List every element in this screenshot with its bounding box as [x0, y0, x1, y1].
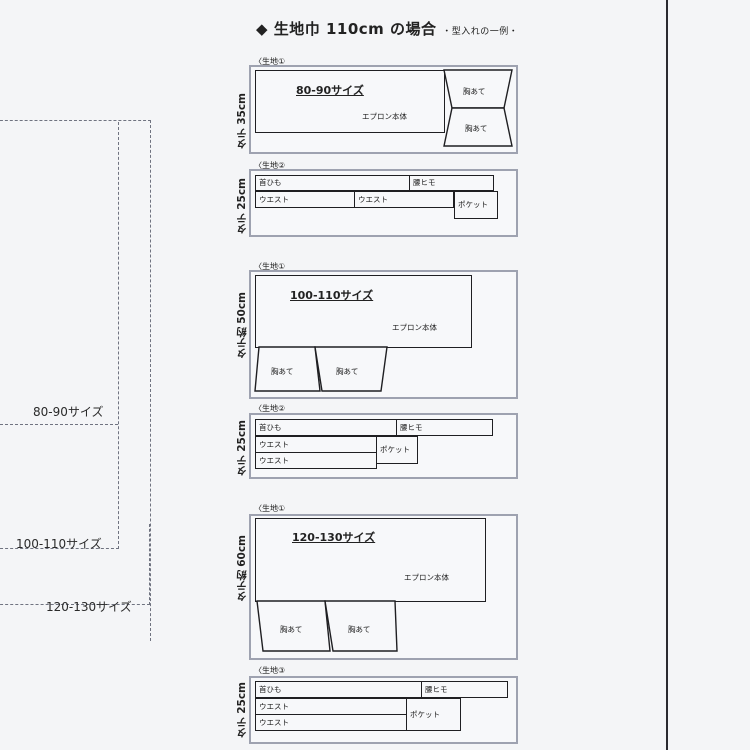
neck-strap-piece: 首ひも [255, 681, 422, 698]
page-title: ◆ 生地巾 110cm の場合 ・型入れの一例・ [256, 18, 518, 39]
left-label-80-90: 80-90サイズ [33, 405, 104, 419]
size-title: 120-130サイズ [292, 531, 376, 544]
outer-dashed-guide [0, 120, 151, 641]
bib-pieces [443, 69, 513, 147]
paper-fold-line [666, 0, 668, 750]
pocket-piece: ポケット [376, 436, 418, 464]
piece-label: ポケット [380, 445, 410, 455]
piece-label: 首ひも [259, 422, 282, 432]
sheet-label: 〈生地① [254, 262, 286, 271]
piece-label: ウエスト [259, 455, 289, 465]
sheet-label: 〈生地① [254, 504, 286, 513]
height-label: タテ約 60cm [236, 535, 248, 602]
height-label: タテ 25cm [236, 178, 248, 235]
piece-label: 腰ヒモ [425, 684, 448, 694]
bib-label: 胸あて [463, 87, 486, 96]
piece-label: 首ひも [259, 178, 282, 188]
piece-label: ウエスト [259, 439, 289, 449]
waist-tie-piece: 腰ヒモ [409, 175, 494, 191]
outer-bottom-guide [0, 524, 150, 605]
waist-tie-piece: 腰ヒモ [421, 681, 508, 698]
bib-label: 胸あて [465, 124, 488, 133]
piece-label: 腰ヒモ [400, 422, 423, 432]
body-label: エプロン本体 [362, 112, 407, 121]
waist-piece: ウエスト [255, 698, 407, 715]
waist-piece: ウエスト [255, 436, 377, 453]
height-label: タテ 35cm [236, 93, 248, 150]
apron-body-piece [255, 70, 445, 133]
height-label: タテ 25cm [236, 682, 248, 739]
inner-dashed-guide [0, 122, 119, 549]
waist-piece: ウエスト [255, 191, 355, 208]
piece-label: ウエスト [358, 194, 388, 204]
bib-label: 胸あて [348, 625, 371, 634]
neck-strap-piece: 首ひも [255, 175, 410, 191]
bib-label: 胸あて [271, 367, 294, 376]
piece-label: ポケット [458, 200, 488, 210]
sheet-label: 〈生地③ [254, 666, 286, 675]
size-title: 80-90サイズ [296, 84, 364, 97]
body-label: エプロン本体 [392, 323, 437, 332]
piece-label: 首ひも [259, 684, 282, 694]
height-label: タテ 25cm [236, 420, 248, 477]
waist-piece: ウエスト [255, 452, 377, 469]
sheet-label: 〈生地① [254, 57, 286, 66]
size-title: 100-110サイズ [290, 289, 374, 302]
waist-tie-piece: 腰ヒモ [396, 419, 493, 436]
size-divider-line [0, 424, 118, 425]
bib-label: 胸あて [280, 625, 303, 634]
pocket-piece: ポケット [406, 698, 461, 731]
left-label-100-110: 100-110サイズ [16, 537, 102, 551]
sheet-label: 〈生地② [254, 404, 286, 413]
left-label-120-130: 120-130サイズ [46, 600, 132, 614]
bib-pieces [254, 346, 388, 392]
piece-label: ウエスト [259, 194, 289, 204]
page-title-text: ◆ 生地巾 110cm の場合 [256, 20, 437, 38]
waist-piece: ウエスト [255, 714, 407, 731]
piece-label: ウエスト [259, 701, 289, 711]
fabric-sheet-2 [249, 169, 518, 237]
pocket-piece: ポケット [454, 191, 498, 219]
neck-strap-piece: 首ひも [255, 419, 397, 436]
sheet-label: 〈生地② [254, 161, 286, 170]
bib-label: 胸あて [336, 367, 359, 376]
waist-piece: ウエスト [354, 191, 454, 208]
piece-label: ポケット [410, 709, 440, 719]
fabric-sheet-2 [249, 676, 518, 744]
page-note: ・型入れの一例・ [442, 27, 519, 37]
piece-label: 腰ヒモ [413, 178, 436, 188]
apron-body-piece [255, 275, 472, 348]
bib-pieces [256, 600, 398, 652]
body-label: エプロン本体 [404, 573, 449, 582]
height-label: タテ約 50cm [236, 292, 248, 359]
piece-label: ウエスト [259, 717, 289, 727]
